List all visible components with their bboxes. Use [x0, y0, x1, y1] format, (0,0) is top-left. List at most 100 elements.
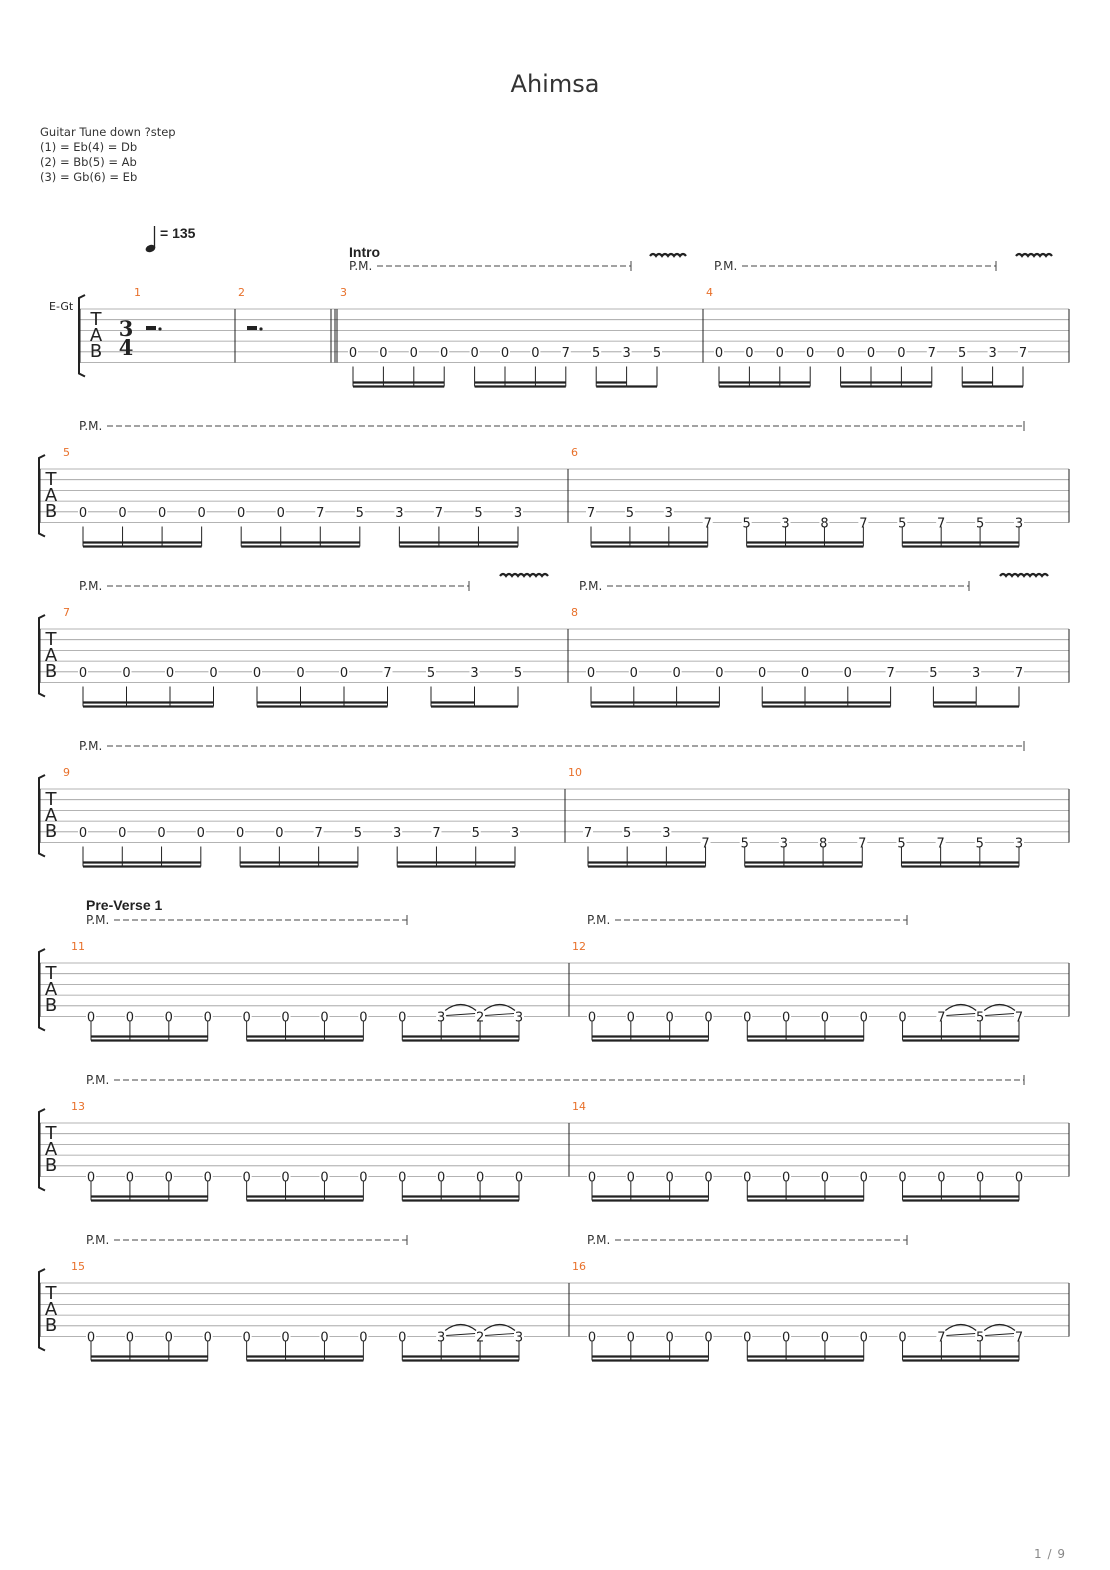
fret-backdrop: [436, 1169, 447, 1183]
slur-arc: [983, 1003, 1016, 1011]
fret-number: 0: [122, 666, 130, 681]
fret-backdrop: [313, 824, 324, 838]
fret-number: 0: [476, 1171, 484, 1186]
fret-number: 0: [715, 666, 723, 681]
vibrato-icon: [649, 252, 687, 258]
staff-bracket: [38, 1268, 46, 1352]
fret-backdrop: [1014, 1009, 1024, 1023]
fret-number: 0: [704, 1331, 712, 1346]
fret-number: 3: [1015, 517, 1023, 532]
tuning-line: (2) = Bb(5) = Ab: [40, 155, 137, 169]
fret-backdrop: [587, 1009, 597, 1023]
fret-backdrop: [315, 504, 326, 518]
fret-number: 0: [743, 1331, 751, 1346]
fret-number: 0: [359, 1171, 367, 1186]
fret-number: 3: [665, 506, 673, 521]
fret-number: 5: [514, 666, 522, 681]
fret-backdrop: [628, 664, 639, 678]
fret-backdrop: [241, 1329, 252, 1343]
palm-mute-label: P.M.: [579, 579, 602, 593]
fret-backdrop: [163, 1329, 174, 1343]
fret-number: 0: [197, 506, 205, 521]
fret-backdrop: [157, 504, 168, 518]
slur-arc: [444, 1003, 477, 1011]
tab-clef-letter: B: [45, 1315, 57, 1336]
fret-number: 0: [165, 1331, 173, 1346]
fret-backdrop: [1014, 1329, 1024, 1343]
fret-number: 3: [780, 837, 788, 852]
palm-mute-label: P.M.: [714, 259, 737, 273]
fret-backdrop: [436, 1329, 447, 1343]
fret-backdrop: [757, 664, 768, 678]
fret-backdrop: [475, 1169, 486, 1183]
fret-backdrop: [858, 1169, 869, 1183]
slide-line: [446, 1013, 476, 1016]
fret-number: 5: [958, 346, 966, 361]
fret-backdrop: [587, 1169, 597, 1183]
fret-number: 3: [781, 517, 789, 532]
fret-backdrop: [319, 1329, 330, 1343]
fret-backdrop: [975, 1329, 986, 1343]
fret-backdrop: [744, 344, 755, 358]
fret-backdrop: [280, 1169, 291, 1183]
fret-number: 3: [437, 1331, 445, 1346]
fret-backdrop: [663, 504, 674, 518]
fret-number: 3: [395, 506, 403, 521]
tab-clef-letter: T: [45, 469, 58, 490]
fret-number: 0: [704, 1171, 712, 1186]
fret-number: 0: [776, 346, 784, 361]
dot-icon: [158, 327, 162, 331]
fret-backdrop: [514, 1009, 524, 1023]
measure-number: 2: [238, 286, 245, 299]
fret-number: 0: [87, 1171, 95, 1186]
fret-backdrop: [858, 1329, 869, 1343]
palm-mute-label: P.M.: [79, 739, 102, 753]
fret-number: 0: [398, 1171, 406, 1186]
fret-number: 0: [715, 346, 723, 361]
fret-number: 0: [320, 1011, 328, 1026]
slide-line: [446, 1333, 476, 1336]
palm-mute-label: P.M.: [86, 1233, 109, 1247]
fret-number: 0: [836, 346, 844, 361]
fret-number: 0: [410, 346, 418, 361]
slide-line: [946, 1333, 976, 1336]
fret-number: 0: [976, 1171, 984, 1186]
tab-clef-letter: A: [90, 325, 103, 346]
fret-backdrop: [625, 1169, 636, 1183]
measure-number: 5: [63, 446, 70, 459]
fret-number: 0: [398, 1011, 406, 1026]
fret-number: 0: [237, 506, 245, 521]
fret-number: 0: [236, 826, 244, 841]
measure-number: 4: [706, 286, 713, 299]
fret-number: 0: [209, 666, 217, 681]
palm-mute-label: P.M.: [79, 579, 102, 593]
section-label: Pre-Verse 1: [86, 897, 162, 913]
fret-backdrop: [714, 344, 724, 358]
fret-backdrop: [742, 1009, 753, 1023]
fret-backdrop: [583, 824, 593, 838]
fret-number: 7: [937, 517, 945, 532]
fret-number: 0: [242, 1171, 250, 1186]
fret-backdrop: [78, 504, 88, 518]
fret-number: 0: [242, 1011, 250, 1026]
fret-backdrop: [473, 504, 484, 518]
fret-number: 0: [79, 666, 87, 681]
fret-backdrop: [358, 1329, 369, 1343]
fret-backdrop: [124, 1329, 135, 1343]
fret-number: 0: [126, 1171, 134, 1186]
fret-backdrop: [936, 1169, 947, 1183]
fret-number: 0: [359, 1011, 367, 1026]
fret-backdrop: [897, 1169, 908, 1183]
fret-number: 0: [627, 1011, 635, 1026]
fret-number: 0: [860, 1171, 868, 1186]
fret-number: 3: [437, 1011, 445, 1026]
fret-number: 0: [743, 1011, 751, 1026]
fret-backdrop: [586, 504, 596, 518]
fret-backdrop: [897, 515, 908, 529]
fret-number: 7: [858, 837, 866, 852]
measure-number: 12: [572, 940, 586, 953]
fret-number: 5: [626, 506, 634, 521]
fret-number: 0: [126, 1331, 134, 1346]
staff-bracket: [38, 454, 46, 538]
fret-number: 5: [976, 1331, 984, 1346]
